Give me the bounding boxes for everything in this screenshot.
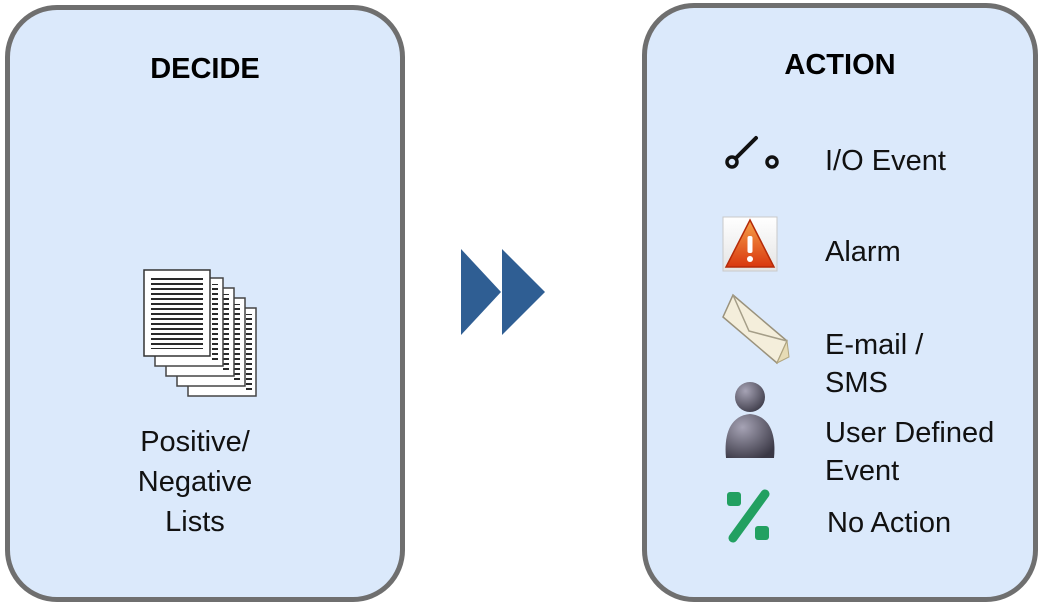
action-title: ACTION — [784, 49, 896, 81]
user-icon — [722, 380, 778, 467]
email-sms-label-line: E-mail / — [825, 329, 924, 361]
lists-label-line: Positive/ — [140, 426, 250, 458]
alarm-label-line: Alarm — [825, 236, 901, 268]
no-action-label: No Action — [827, 504, 951, 542]
switch-icon — [722, 130, 784, 177]
lists-label-line: Negative — [137, 466, 253, 498]
io-event-label-line: I/O Event — [825, 145, 946, 177]
user-defined-event-label-line: User Defined — [825, 417, 995, 449]
action-panel: ACTION I/O Event — [642, 3, 1038, 602]
user-defined-event-label-line: Event — [825, 455, 900, 487]
document-stack-icon — [142, 268, 262, 403]
lists-label-line: Lists — [165, 506, 225, 538]
fast-forward-icon — [459, 247, 549, 342]
decide-title: DECIDE — [150, 53, 260, 85]
positive-negative-lists-label: Positive/ Negative Lists — [95, 422, 295, 542]
email-sms-label: E-mail / SMS — [825, 326, 923, 402]
user-defined-event-label: User Defined Event — [825, 414, 994, 490]
io-event-label: I/O Event — [825, 142, 946, 180]
email-sms-label-line: SMS — [825, 367, 888, 399]
envelope-icon — [719, 291, 791, 372]
percent-icon — [723, 486, 775, 551]
warning-triangle-icon — [722, 216, 778, 277]
decide-panel: DECIDE Positive/ — [5, 5, 405, 602]
alarm-label: Alarm — [825, 233, 901, 271]
no-action-label-line: No Action — [827, 507, 952, 539]
